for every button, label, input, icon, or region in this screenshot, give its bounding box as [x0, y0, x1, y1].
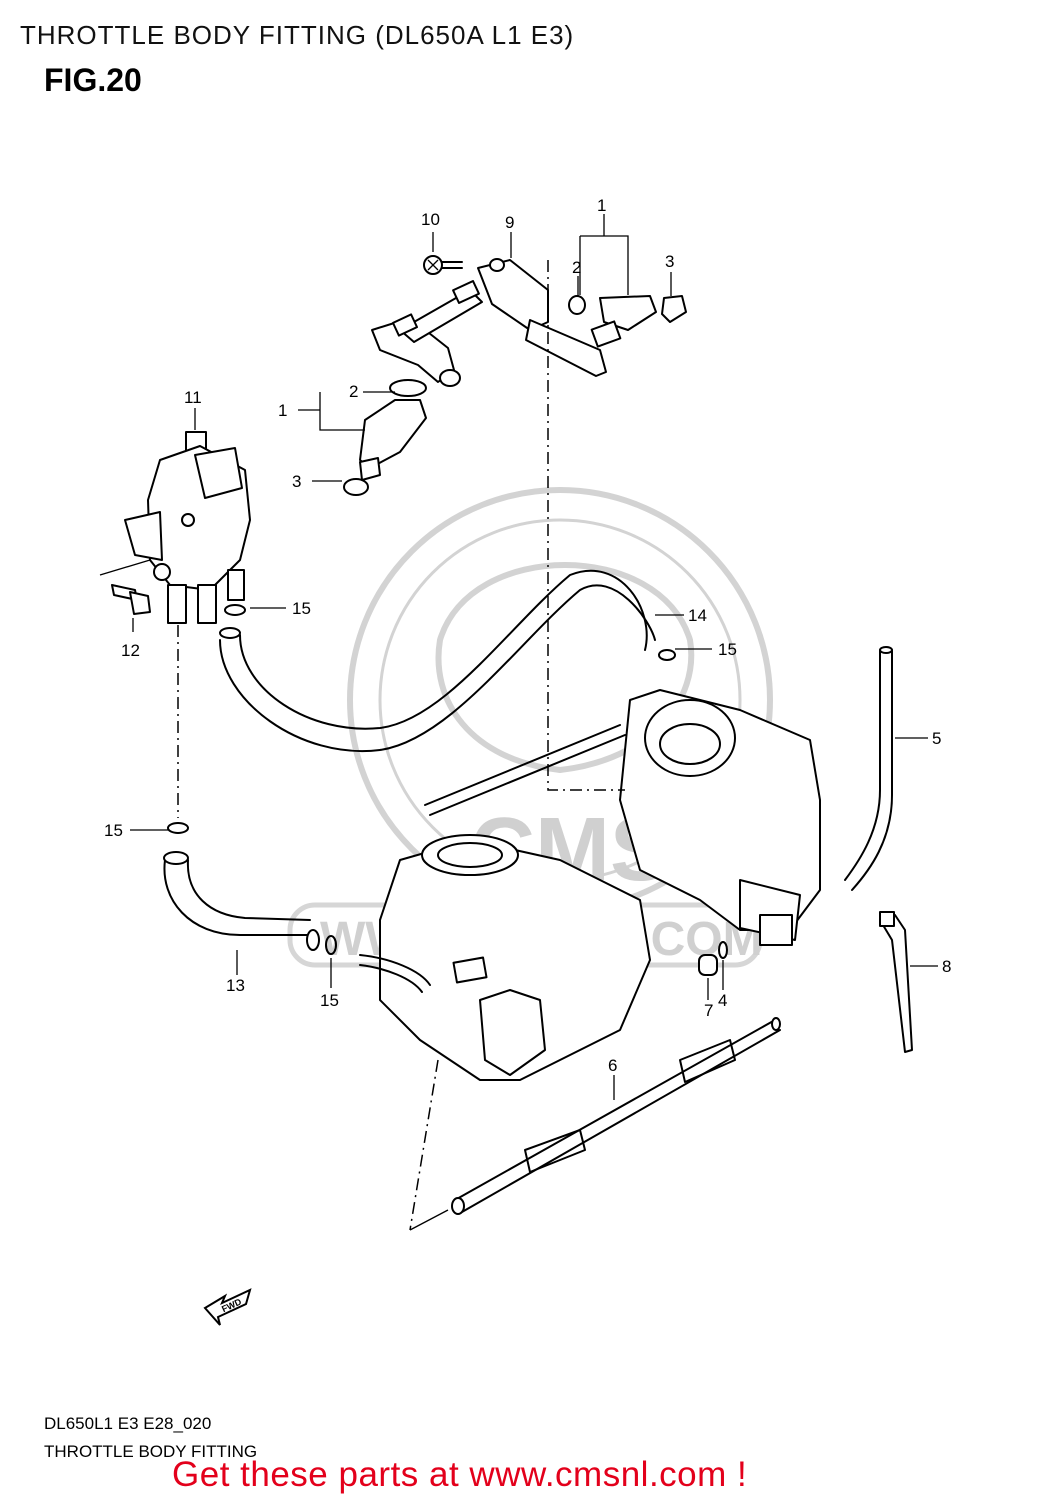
callout-1-top: 1	[597, 196, 606, 215]
fuel-delivery-pipe	[371, 258, 607, 387]
callout-8: 8	[942, 957, 951, 976]
isc-valve	[124, 431, 251, 624]
diagram-name: THROTTLE BODY FITTING	[44, 1442, 258, 1461]
callout-leaders	[130, 214, 938, 1100]
callout-11: 11	[184, 388, 202, 407]
fuel-injector-upper	[568, 295, 687, 348]
callout-6: 6	[608, 1056, 617, 1075]
callout-14: 14	[688, 606, 707, 625]
hose-13	[163, 859, 311, 936]
clamp-band-8	[879, 911, 913, 1053]
callout-9: 9	[505, 213, 514, 232]
callout-2-left: 2	[349, 382, 358, 401]
clip-15-c	[167, 822, 189, 834]
promo-link[interactable]: Get these parts at www.cmsnl.com !	[172, 1455, 748, 1494]
callout-3-left: 3	[292, 472, 301, 491]
fuel-injector-left	[343, 379, 427, 496]
callout-2-top: 2	[572, 258, 581, 277]
clip-15-b	[658, 649, 676, 661]
bolt-12	[111, 584, 151, 615]
throttle-body	[359, 689, 821, 1081]
hose-5	[844, 649, 881, 881]
callout-4: 4	[718, 991, 727, 1010]
diagram-code: DL650L1 E3 E28_020	[44, 1414, 212, 1433]
callout-15-a: 15	[292, 599, 311, 618]
callout-10: 10	[421, 210, 440, 229]
callout-1-left: 1	[278, 401, 287, 420]
fwd-arrow-icon: FWD	[203, 1288, 252, 1326]
callout-15-b: 15	[718, 640, 737, 659]
callout-7: 7	[704, 1001, 713, 1020]
callout-5: 5	[932, 729, 941, 748]
clip-15-a	[224, 604, 246, 616]
rod-6	[451, 1017, 781, 1215]
bolt-10	[423, 255, 463, 275]
clip-4	[718, 941, 728, 959]
callout-13: 13	[226, 976, 245, 995]
bolt-axis-line	[99, 559, 151, 576]
figure-label: FIG.20	[44, 62, 142, 98]
hose-14	[219, 584, 656, 753]
leader-line-rod	[409, 1059, 439, 1231]
leader-line-9	[547, 260, 625, 791]
callout-15-c: 15	[104, 821, 123, 840]
callout-15-d: 15	[320, 991, 339, 1010]
callout-12: 12	[121, 641, 140, 660]
clip-15-d	[325, 935, 337, 955]
page-title: THROTTLE BODY FITTING (DL650A L1 E3)	[20, 20, 575, 50]
cap-7	[698, 954, 718, 976]
callout-3-top: 3	[665, 252, 674, 271]
